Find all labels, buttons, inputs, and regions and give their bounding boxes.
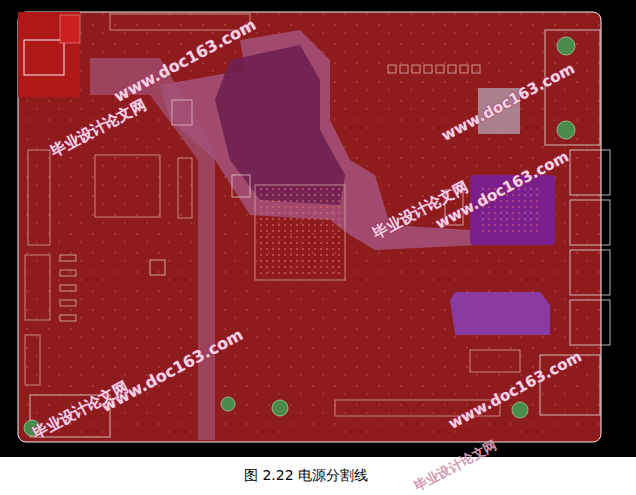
figure-caption: 图 2.22 电源分割线 <box>244 467 368 485</box>
